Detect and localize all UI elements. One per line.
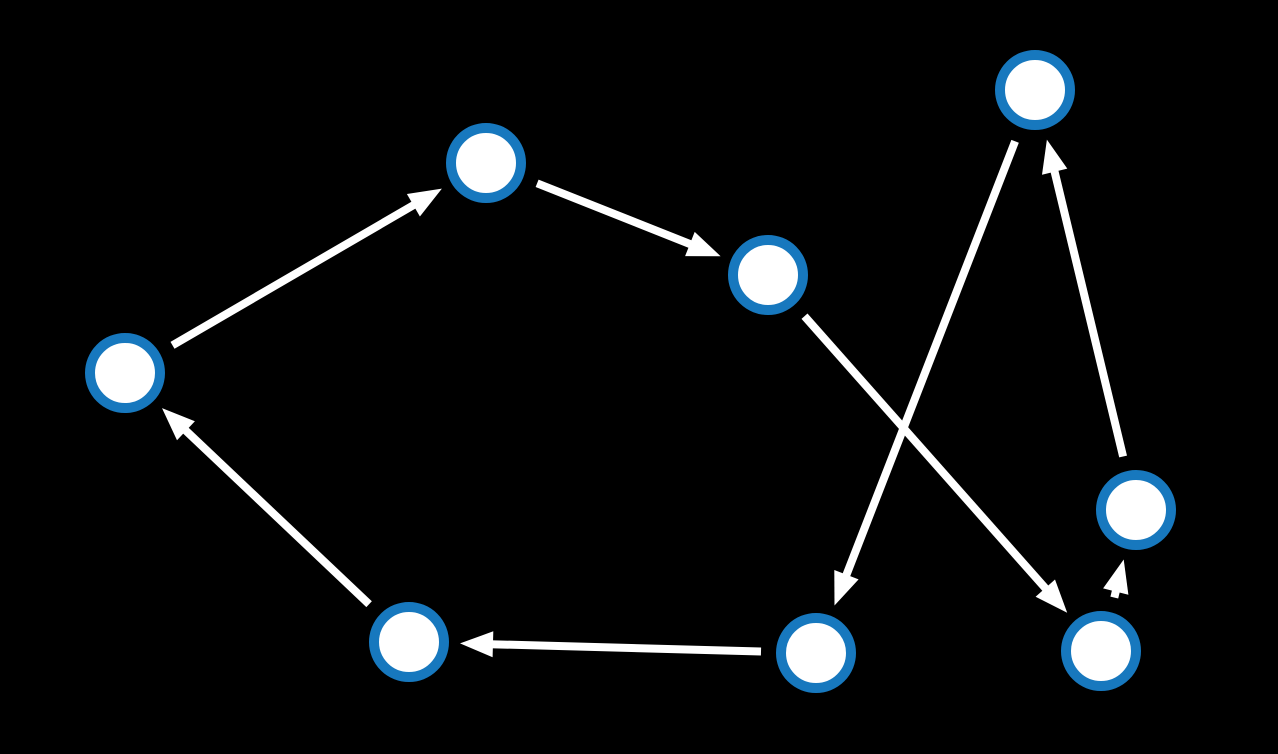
edge-D-A [170,188,442,349]
edge-arrowhead-icon [1042,139,1068,175]
edge-E-C [1042,139,1127,458]
graph-node-E[interactable] [1096,470,1176,550]
graph-node-F[interactable] [369,602,449,682]
edge-arrowhead-icon [685,231,721,257]
nodes-layer [85,50,1176,693]
edge-arrowhead-icon [162,408,195,441]
edge-line [841,139,1019,579]
edge-arrowhead-icon [460,631,494,658]
edge-line [1050,167,1127,458]
edges-layer [162,139,1129,658]
graph-node-A[interactable] [446,123,526,203]
edge-arrowhead-icon [834,570,859,606]
edge-C-G [834,139,1019,606]
edge-line [489,640,762,656]
edge-line [535,179,695,249]
graph-node-H[interactable] [1061,611,1141,691]
edge-arrowhead-icon [1103,559,1129,595]
edge-F-D [162,408,372,608]
edge-arrowhead-icon [1035,579,1068,613]
edge-arrowhead-icon [406,188,442,217]
edge-G-F [460,631,762,658]
graph-node-B[interactable] [728,235,808,315]
edge-B-H [801,313,1068,613]
graph-node-G[interactable] [776,613,856,693]
edge-line [170,200,419,349]
edge-A-B [535,179,721,257]
graph-node-C[interactable] [995,50,1075,130]
edge-line [801,313,1051,594]
graph-node-D[interactable] [85,333,165,413]
edge-line [181,425,372,608]
edge-H-E [1103,559,1129,599]
